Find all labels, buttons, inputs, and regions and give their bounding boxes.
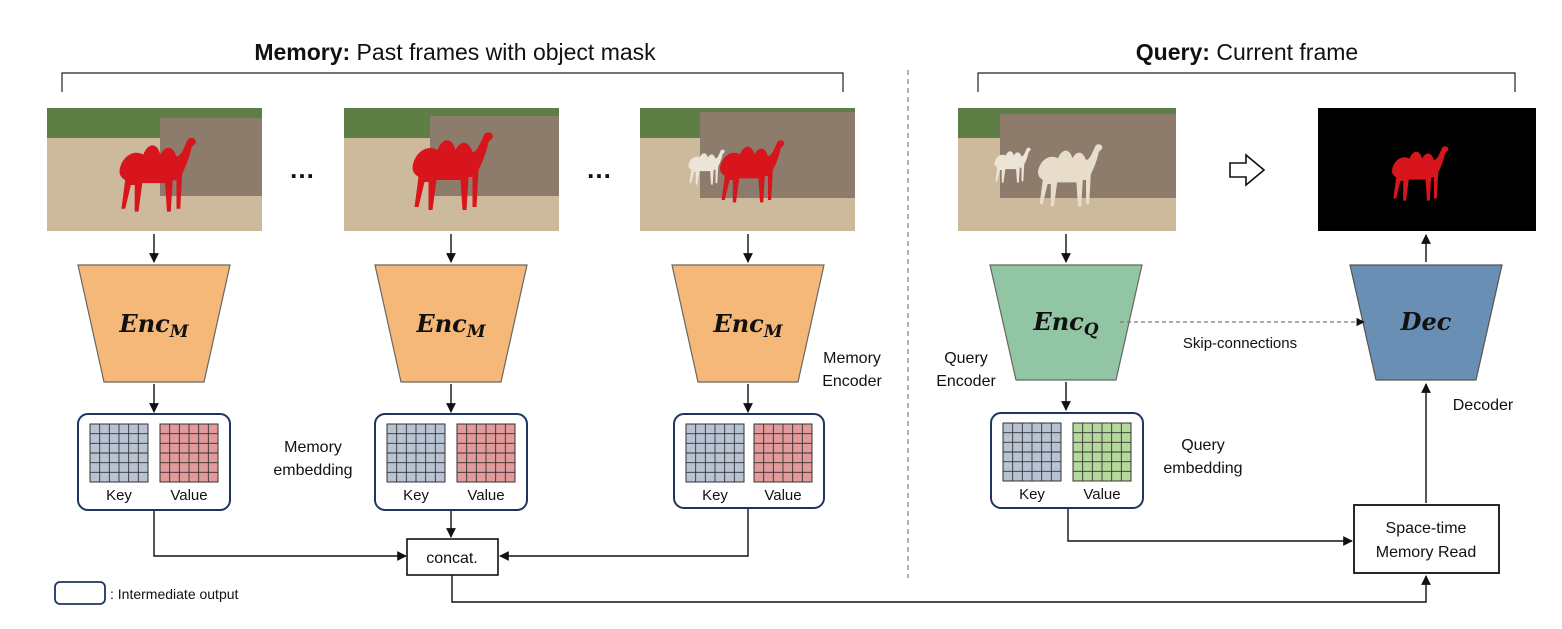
legend-swatch (54, 581, 106, 605)
key-label: Key (702, 487, 728, 504)
predicted-mask-image (1318, 108, 1536, 231)
ellipsis-2: … (586, 154, 612, 184)
query-encoder-name: Enc (1032, 307, 1084, 336)
value-label: Value (170, 487, 207, 504)
query-encoder-label-line1: Query (944, 350, 988, 367)
concat-label: concat. (426, 550, 478, 567)
query-header-text: Current frame (1210, 39, 1358, 65)
skip-connections-label: Skip-connections (1183, 335, 1297, 352)
memory-frame-2 (344, 108, 559, 231)
memory-embedding-box-2: Key Value (374, 413, 528, 511)
key-grid (89, 423, 149, 483)
value-grid (159, 423, 219, 483)
query-encoder-subscript: Q (1084, 320, 1099, 340)
svg-text:EncM: EncM (712, 309, 783, 342)
memory-embedding-box-3: Key Value (673, 413, 825, 509)
query-frame (958, 108, 1176, 231)
memory-frame-3 (640, 108, 855, 231)
memory-encoder-name: Enc (415, 309, 467, 338)
hollow-right-arrow-icon (1229, 153, 1266, 187)
key-grid (386, 423, 446, 483)
memory-bracket (61, 72, 844, 92)
memory-encoder-3: EncM (671, 264, 825, 383)
memory-encoder-subscript: M (169, 322, 190, 342)
arrow-concat-to-memory-read (451, 575, 1431, 603)
decoder-name: Dec (1400, 307, 1452, 336)
query-header: Query: Current frame (1136, 39, 1358, 65)
query-embedding-label-line1: Query (1181, 437, 1225, 454)
memory-header: Memory: Past frames with object mask (254, 39, 656, 65)
memory-header-text: Past frames with object mask (350, 39, 656, 65)
memory-frame-1 (47, 108, 262, 231)
memory-encoder-label-line1: Memory (823, 350, 881, 367)
memory-encoder-2: EncM (374, 264, 528, 383)
ellipsis-1: … (289, 154, 315, 184)
value-label: Value (467, 487, 504, 504)
memory-encoder-name: Enc (118, 309, 170, 338)
value-label: Value (764, 487, 801, 504)
memory-embedding-box-1: Key Value (77, 413, 231, 511)
value-grid (753, 423, 813, 483)
arrow-query-embedding-to-memory-read (1067, 509, 1353, 546)
concat-box: concat. (406, 538, 499, 576)
query-embedding-label-line2: embedding (1163, 460, 1242, 477)
memory-encoder-label-line2: Encoder (822, 373, 882, 390)
decoder-label: Decoder (1453, 397, 1514, 414)
decoder-block: Dec (1349, 264, 1503, 381)
memory-encoder-subscript: M (763, 322, 784, 342)
arrow-embedding1-to-concat (153, 511, 407, 561)
legend-label: : Intermediate output (110, 586, 239, 602)
memory-read-label-line1: Space-time (1386, 520, 1467, 537)
memory-header-bold: Memory: (254, 39, 350, 65)
space-time-memory-read-box: Space-time Memory Read (1353, 504, 1500, 574)
memory-embedding-label-line1: Memory (284, 439, 342, 456)
memory-encoder-1: EncM (77, 264, 231, 383)
svg-text:EncM: EncM (118, 309, 189, 342)
query-encoder-label-line2: Encoder (936, 373, 996, 390)
query-encoder: EncQ (989, 264, 1143, 381)
key-label: Key (1019, 486, 1045, 503)
key-grid (685, 423, 745, 483)
key-label: Key (403, 487, 429, 504)
svg-text:EncM: EncM (415, 309, 486, 342)
arrow-embedding3-to-concat (499, 509, 749, 561)
key-grid (1002, 422, 1062, 482)
key-label: Key (106, 487, 132, 504)
memory-read-label-line2: Memory Read (1376, 544, 1476, 561)
query-embedding-box: Key Value (990, 412, 1144, 509)
memory-encoder-subscript: M (466, 322, 487, 342)
query-bracket (977, 72, 1516, 92)
svg-text:EncQ: EncQ (1032, 307, 1098, 340)
memory-encoder-name: Enc (712, 309, 764, 338)
query-header-bold: Query: (1136, 39, 1210, 65)
memory-embedding-label-line2: embedding (273, 462, 352, 479)
value-label: Value (1083, 486, 1120, 503)
value-grid (1072, 422, 1132, 482)
value-grid (456, 423, 516, 483)
